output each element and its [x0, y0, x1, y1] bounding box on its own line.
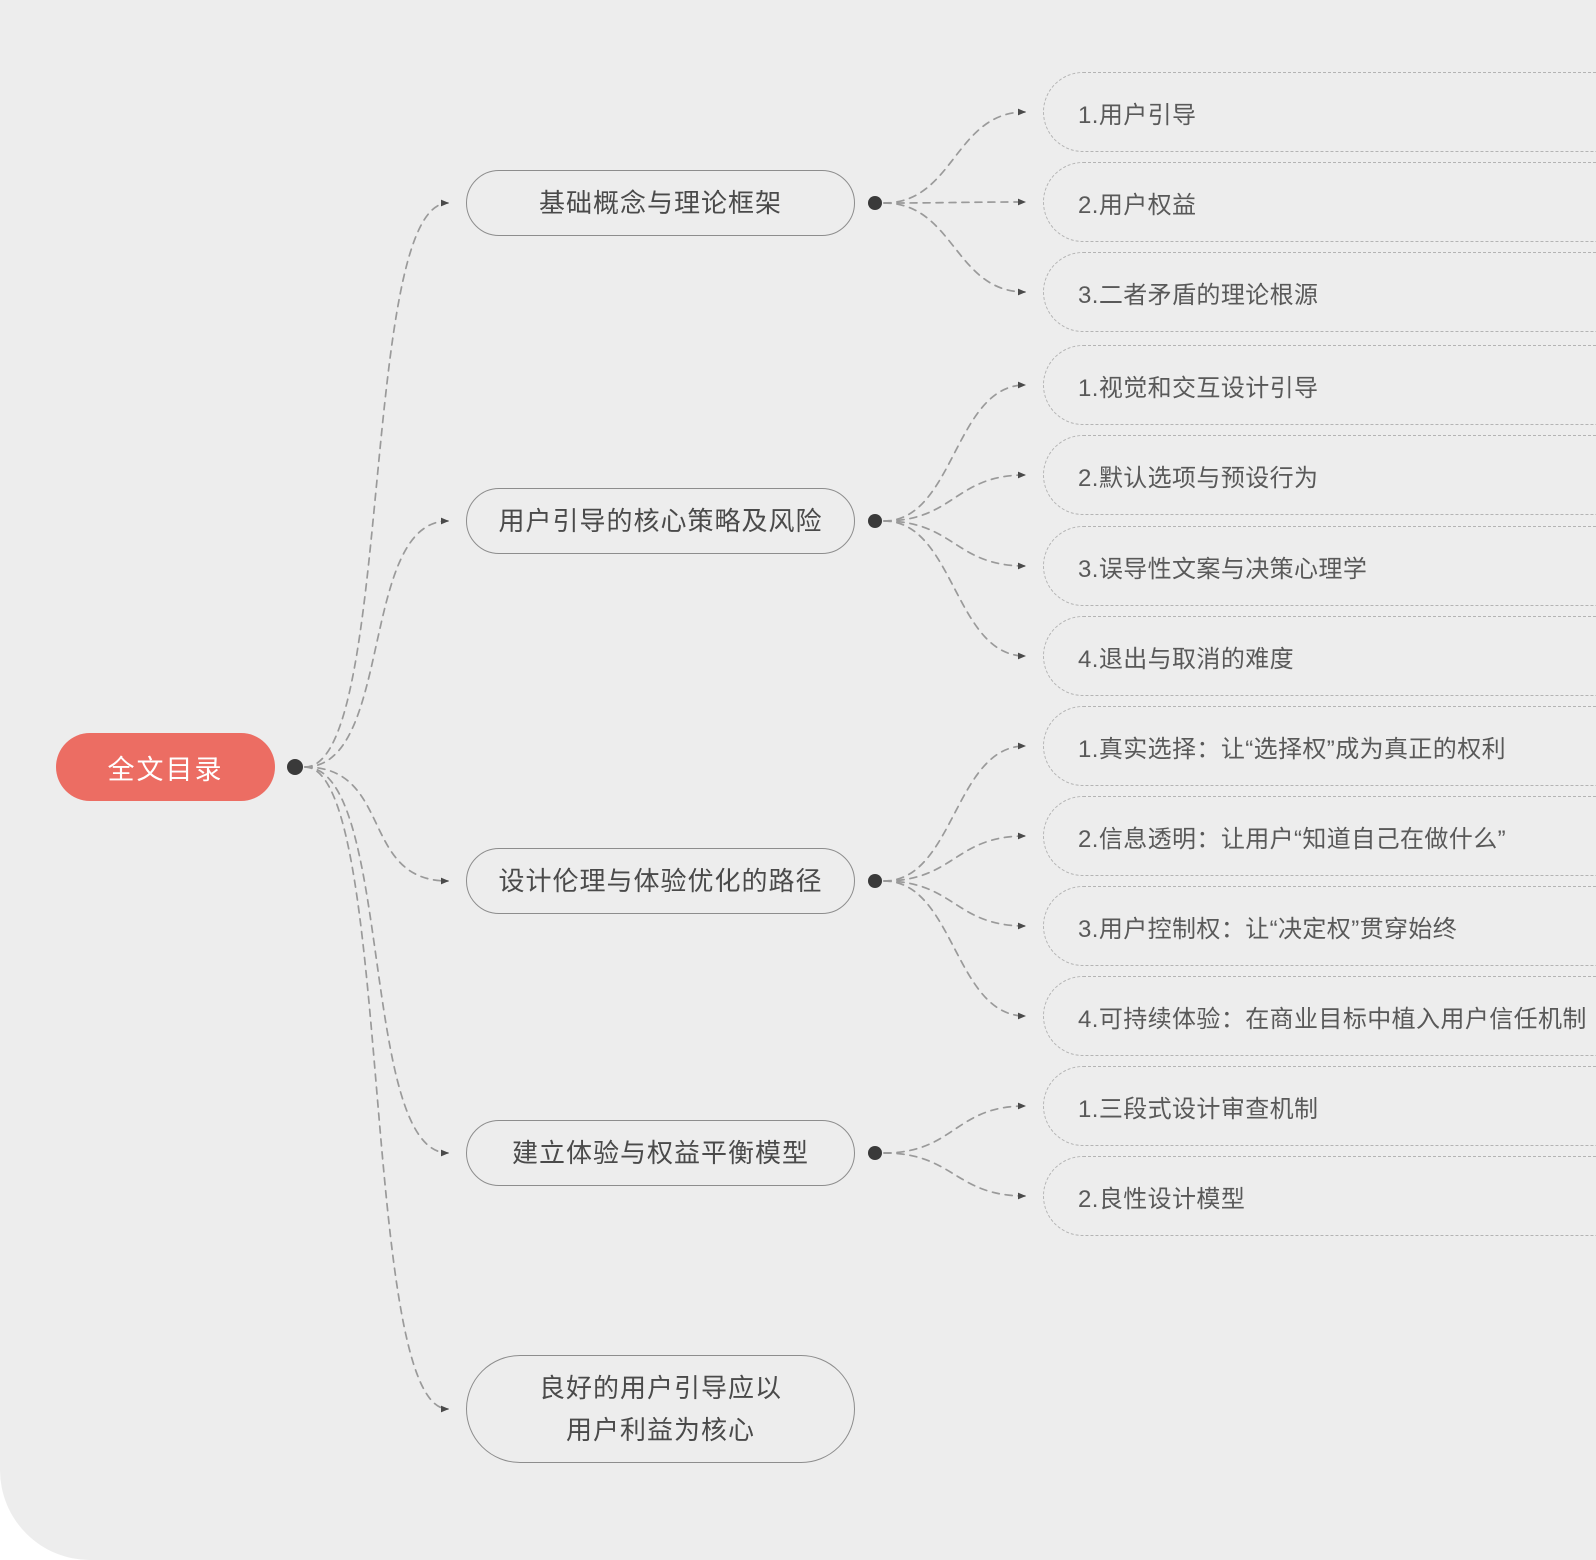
leaf-node-1-1[interactable]: 1.用户引导 [1043, 72, 1596, 152]
branch-node-3-label: 设计伦理与体验优化的路径 [498, 866, 823, 896]
leaf-node-3-2-label: 2.信息透明：让用户“知道自己在做什么” [1078, 825, 1506, 853]
leaf-node-1-3[interactable]: 3.二者矛盾的理论根源 [1043, 252, 1596, 332]
leaf-node-2-1[interactable]: 1.视觉和交互设计引导 [1043, 345, 1596, 425]
leaf-node-3-1[interactable]: 1.真实选择：让“选择权”成为真正的权利 [1043, 706, 1596, 786]
branch-node-3[interactable]: 设计伦理与体验优化的路径 [466, 848, 855, 914]
leaf-node-3-3-label: 3.用户控制权：让“决定权”贯穿始终 [1078, 915, 1458, 943]
leaf-node-4-1-label: 1.三段式设计审查机制 [1078, 1095, 1319, 1123]
leaf-node-4-2-label: 2.良性设计模型 [1078, 1185, 1246, 1213]
branch-node-4-label: 建立体验与权益平衡模型 [511, 1138, 809, 1168]
branch-node-4[interactable]: 建立体验与权益平衡模型 [466, 1120, 855, 1186]
leaf-node-1-3-label: 3.二者矛盾的理论根源 [1078, 281, 1319, 309]
leaf-node-3-4[interactable]: 4.可持续体验：在商业目标中植入用户信任机制 [1043, 976, 1596, 1056]
leaf-node-1-1-label: 1.用户引导 [1078, 101, 1197, 129]
leaf-node-2-1-label: 1.视觉和交互设计引导 [1078, 374, 1319, 402]
leaf-node-2-4-label: 4.退出与取消的难度 [1078, 645, 1295, 673]
leaf-node-2-3-label: 3.误导性文案与决策心理学 [1078, 555, 1368, 583]
leaf-node-2-2-label: 2.默认选项与预设行为 [1078, 464, 1319, 492]
branch-node-1[interactable]: 基础概念与理论框架 [466, 170, 855, 236]
leaf-node-2-2[interactable]: 2.默认选项与预设行为 [1043, 435, 1596, 515]
root-node-label: 全文目录 [107, 754, 224, 785]
branch-node-5-label: 良好的用户引导应以 用户利益为核心 [538, 1373, 782, 1445]
branch-node-1-label: 基础概念与理论框架 [538, 188, 782, 218]
branch-node-2-label: 用户引导的核心策略及风险 [498, 506, 823, 536]
leaf-node-3-4-label: 4.可持续体验：在商业目标中植入用户信任机制 [1078, 1005, 1587, 1033]
leaf-node-3-1-label: 1.真实选择：让“选择权”成为真正的权利 [1078, 735, 1506, 763]
leaf-node-2-4[interactable]: 4.退出与取消的难度 [1043, 616, 1596, 696]
leaf-node-1-2[interactable]: 2.用户权益 [1043, 162, 1596, 242]
branch-node-5[interactable]: 良好的用户引导应以 用户利益为核心 [466, 1355, 855, 1463]
connector-dots [287, 196, 882, 1160]
edges [304, 108, 1026, 1413]
leaf-node-4-2[interactable]: 2.良性设计模型 [1043, 1156, 1596, 1236]
leaf-node-1-2-label: 2.用户权益 [1078, 191, 1197, 219]
root-node[interactable]: 全文目录 [56, 733, 275, 801]
branch-node-2[interactable]: 用户引导的核心策略及风险 [466, 488, 855, 554]
leaf-node-3-3[interactable]: 3.用户控制权：让“决定权”贯穿始终 [1043, 886, 1596, 966]
leaf-node-2-3[interactable]: 3.误导性文案与决策心理学 [1043, 526, 1596, 606]
leaf-node-3-2[interactable]: 2.信息透明：让用户“知道自己在做什么” [1043, 796, 1596, 876]
leaf-node-4-1[interactable]: 1.三段式设计审查机制 [1043, 1066, 1596, 1146]
